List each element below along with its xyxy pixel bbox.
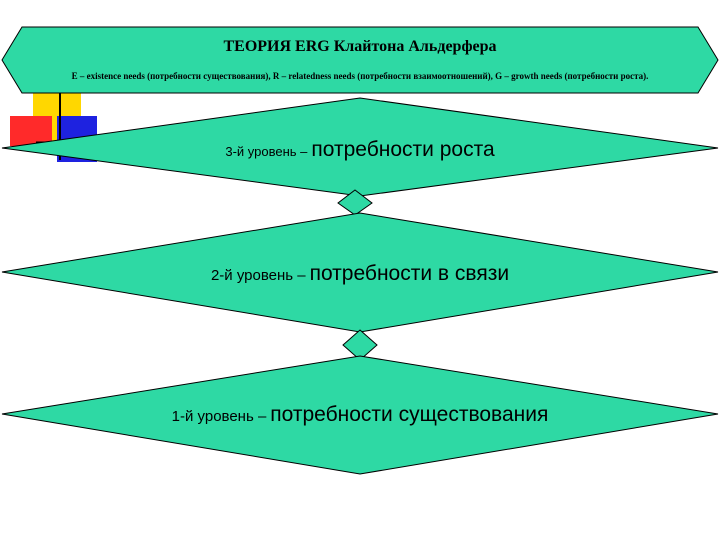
level-1-name: потребности существования <box>270 403 548 426</box>
level-2-prefix: 2-й уровень – <box>211 267 306 284</box>
title-hexagon <box>2 27 718 93</box>
diagram-title: ТЕОРИЯ ERG Клайтона Альдерфера <box>0 38 720 56</box>
level-1-label: 1-й уровень – потребности существования <box>0 403 720 427</box>
diagram-subtitle: E – existence needs (потребности существ… <box>0 71 720 81</box>
level-3-name: потребности роста <box>311 138 494 161</box>
level-2-name: потребности в связи <box>310 262 509 285</box>
level-2-label: 2-й уровень – потребности в связи <box>0 262 720 286</box>
level-1-prefix: 1-й уровень – <box>172 408 267 425</box>
level-3-label: 3-й уровень – потребности роста <box>0 138 720 162</box>
level-3-prefix: 3-й уровень – <box>225 144 307 159</box>
